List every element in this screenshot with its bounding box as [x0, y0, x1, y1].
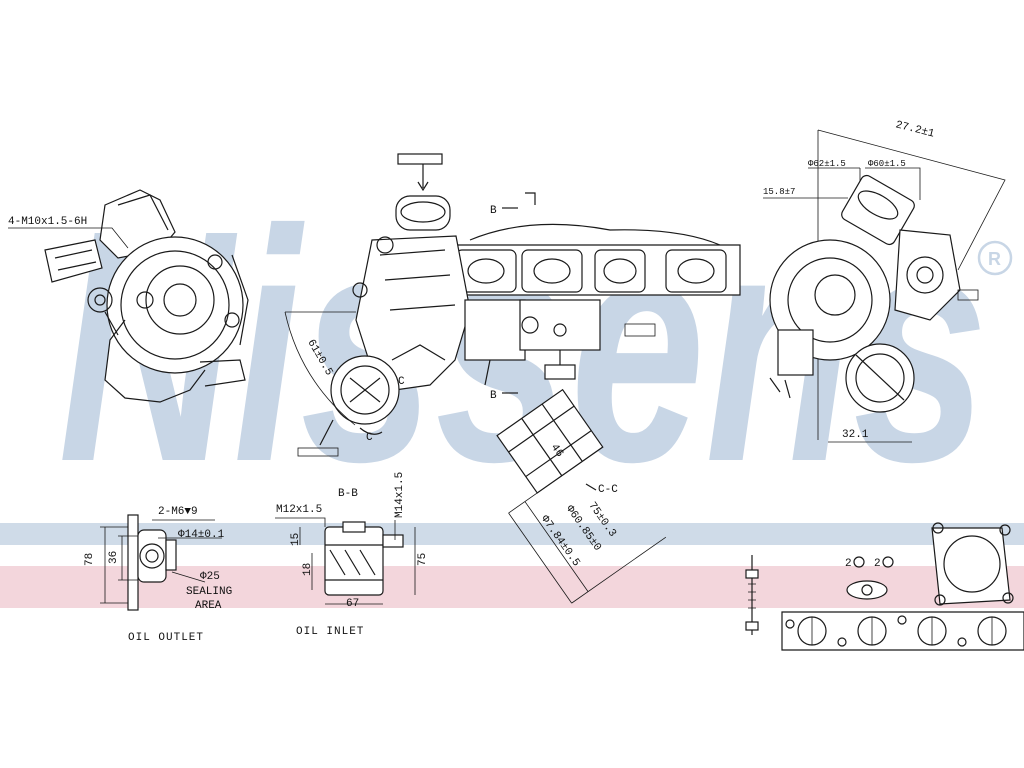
oil-inlet-detail: M12x1.5 B-B M14x1.5 15 18 75 67 OIL INLE… [275, 472, 429, 638]
dim-27-label: 27.2±1 [894, 119, 936, 140]
section-cc-label: C-C [598, 484, 618, 496]
dim-32-label: 32.1 [842, 429, 869, 441]
area-label: AREA [195, 600, 222, 612]
section-cc-detail: 46 [496, 388, 667, 604]
oil-in-m14-label: M14x1.5 [394, 472, 406, 518]
registered-mark: R [988, 249, 1001, 269]
sealing-label: SEALING [186, 586, 232, 598]
gasket-kit: 2 2 [745, 522, 1024, 651]
gasket-qty-label-2: 2 [874, 558, 881, 570]
registered-mark-ring [977, 240, 1013, 276]
gasket-qty-label: 2 [845, 558, 852, 570]
oil-out-78-label: 78 [84, 553, 96, 566]
oil-out-phi25-label: Φ25 [200, 571, 220, 583]
oil-outlet-detail: 78 36 2-M6▼9 Φ14±0.1 Φ25 SEALING AREA OI… [84, 506, 232, 644]
dim-phi60-label: Φ60±1.5 [868, 159, 906, 169]
oil-inlet-caption: OIL INLET [296, 626, 364, 638]
section-bb-label: B-B [338, 488, 358, 500]
turbo-side-view: 4-M10x1.5-6H [8, 189, 249, 403]
section-c-label-2: C [398, 376, 405, 388]
oil-outlet-caption: OIL OUTLET [128, 632, 204, 644]
oil-in-75-label: 75 [417, 553, 429, 566]
oil-in-67-label: 67 [346, 598, 359, 610]
oil-in-15-label: 15 [290, 533, 302, 546]
oil-in-18-label: 18 [302, 563, 314, 576]
oil-in-thread-label: M12x1.5 [276, 504, 322, 516]
oil-out-36-label: 36 [108, 551, 120, 564]
dim-phi62-label: Φ62±1.5 [808, 159, 846, 169]
turbo-front-view: 27.2±1 Φ62±1.5 Φ60±1.5 15.8±7 32.1 [763, 119, 1006, 443]
section-c-label: C [366, 432, 373, 444]
section-b-top-label: B [490, 205, 497, 217]
section-b-bottom-label: B [490, 390, 497, 402]
dim-15-label: 15.8±7 [763, 187, 795, 197]
thread-left-label: 4-M10x1.5-6H [8, 216, 87, 228]
oil-out-thread-label: 2-M6▼9 [158, 506, 198, 518]
stripe-blue [0, 523, 1024, 545]
oil-out-phi14-label: Φ14±0.1 [178, 529, 225, 541]
